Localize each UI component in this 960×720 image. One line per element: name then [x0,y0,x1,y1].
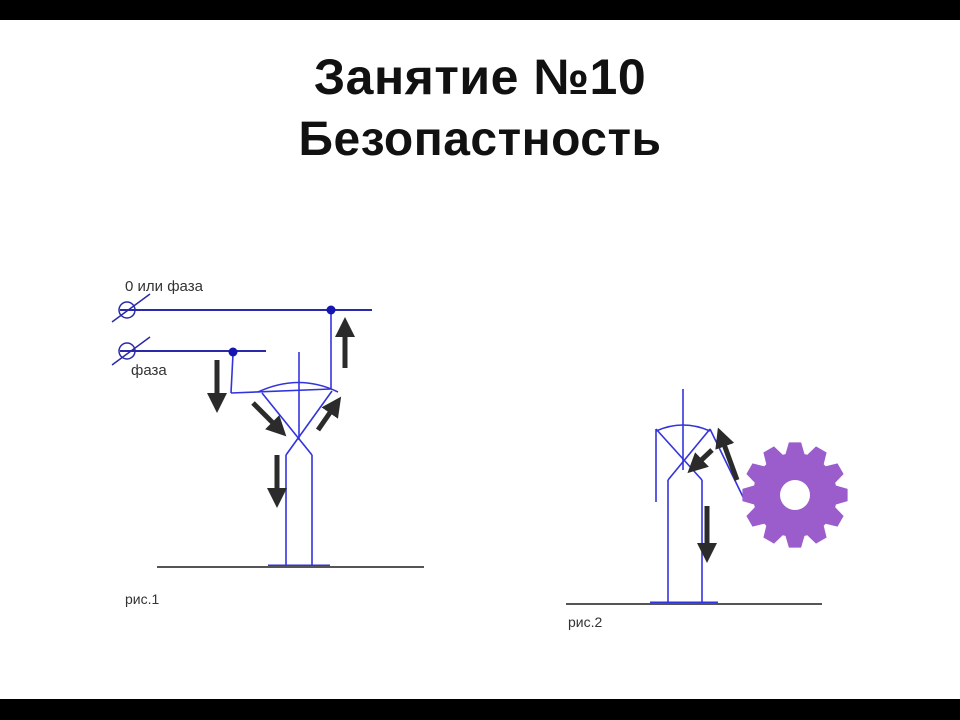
terminal-top-icon [111,293,151,323]
terminal-bottom-icon [111,336,151,366]
figure1-caption: рис.1 [125,591,159,607]
wire-top-label: 0 или фаза [125,278,204,295]
figure1-diagram: 0 или фаза фаза рис.1 [111,278,424,607]
arrow-up-arm-icon [715,427,740,481]
person-figure2 [650,389,744,605]
contact-node-top [326,305,336,315]
figure2-diagram: рис.2 [566,389,848,630]
top-letterbox-bar [0,0,960,20]
person-figure1 [230,311,339,568]
bottom-letterbox-bar [0,699,960,720]
contact-node-bottom [228,347,238,357]
arrow-diag-body-icon [687,448,714,474]
arrow-diag-left-icon [251,401,287,437]
figure2-caption: рис.2 [568,614,602,630]
current-arrows-figure1 [207,317,355,508]
slide-title: Занятие №10 [313,49,647,105]
gear-hole [780,480,810,510]
current-arrows-figure2 [687,427,740,563]
arrow-diag-right-icon [315,396,342,432]
slide-subtitle: Безопастность [298,113,662,166]
wire-bottom-label: фаза [131,362,167,379]
